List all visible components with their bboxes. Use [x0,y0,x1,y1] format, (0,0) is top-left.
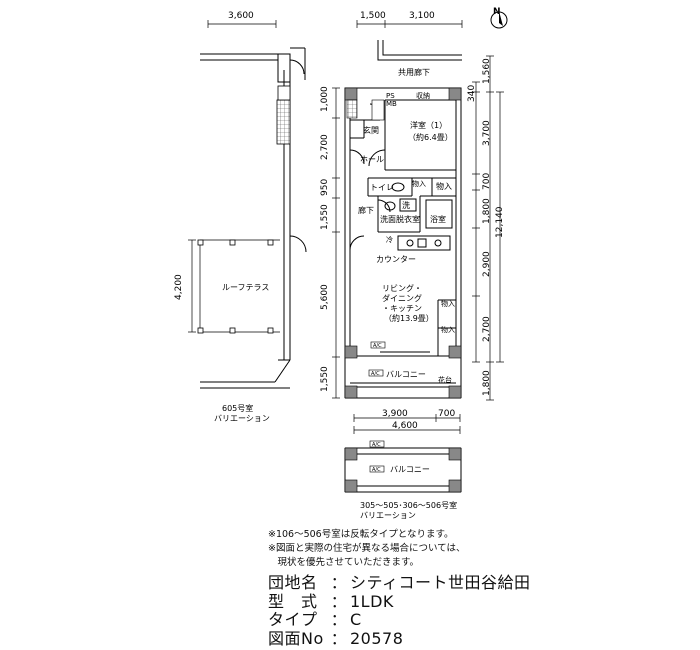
variation-305-balcony: バルコニー [390,465,430,474]
toilet-label: トイレ [370,183,394,192]
top-dimension-lines [207,20,463,28]
hall-label: ホール [360,155,384,164]
info-row-type: 型 式 ： 1LDK [268,591,531,612]
ac-unit-indoor-icon [370,341,386,349]
storage-label-3: 物入 [441,299,455,308]
dim-top-left: 3,600 [228,11,254,21]
drawing-colon: ： [330,628,348,648]
dim-right-1800b: 1,800 [482,370,492,396]
note-2: ※図面と実際の住宅が異なる場合については、 [268,543,466,554]
ldk-label-2: ダイニング [382,293,422,303]
bottom-dimension-lines [353,414,461,434]
western-room-size: （約6.4畳） [408,132,453,142]
hallway-label: 廊下 [358,205,374,215]
roof-terrace-outline [188,239,280,333]
complex-key: 団地名 [268,573,318,592]
ldk-size: （約13.9畳） [384,313,434,323]
info-row-drawing: 図面No ： 20578 [268,628,531,649]
unit-605-outline [200,47,307,389]
dim-left-2700: 2,700 [320,134,330,160]
meter-box-label: MB [386,100,397,108]
info-row-complex: 団地名 ： シティコート世田谷給田 [268,573,531,593]
variation-ac-label-2: A/C [372,467,381,473]
type-colon: ： [330,591,348,611]
dim-left-1550b: 1,550 [320,366,330,392]
north-arrow-icon: N [490,7,508,29]
dim-left-1550a: 1,550 [320,204,330,230]
dim-left-1000: 1,000 [320,86,330,112]
typeb-key: タイプ [268,610,318,629]
right-dimension-lines [472,55,504,401]
variation-ac-icon-1 [369,440,385,448]
dim-right-2900: 2,900 [482,251,492,277]
type-key: 型 式 [268,591,318,611]
dim-bottom-b: 700 [438,409,455,419]
unit-605-tile-area [276,99,291,145]
note-1: ※106〜506号室は反転タイプとなります。 [268,529,454,540]
dim-top-a: 1,500 [360,11,386,21]
drawing-key: 図面No [268,628,324,648]
dim-right-1800a: 1,800 [482,198,492,224]
unit-605-storage [277,85,291,101]
north-label: N [493,7,501,17]
storage-label-4: 物入 [441,325,455,334]
notes: ※106〜506号室は反転タイプとなります。 ※図面と実際の住宅が異なる場合につ… [268,528,466,570]
info-block: 団地名 ： シティコート世田谷給田 型 式 ： 1LDK タイプ ： C 図面N… [268,573,531,649]
roof-terrace-label: ルーフテラス [222,283,269,292]
variation-305-line1: 305〜505･306〜506号室 [360,500,457,510]
ldk-label-3: ・キッチン [382,304,422,313]
dim-top-b: 3,100 [409,11,435,21]
variation-ac-label-1: A/C [372,442,381,448]
corridor-label: 共用廊下 [398,67,430,77]
wash-label: 洗 [402,200,410,210]
type-value: 1LDK [350,591,394,611]
bathroom-label: 浴室 [430,214,446,224]
ac-unit-outdoor-icon [368,369,384,377]
note-3: 現状を優先させていただきます。 [268,557,420,568]
dim-4200: 4,200 [174,274,184,300]
corridor-outline [377,40,462,61]
dim-right-3700: 3,700 [482,120,492,146]
storage-top-label: 収納 [416,91,430,100]
variation-ac-icon-2 [369,465,385,473]
dim-bottom-total: 4,600 [392,421,418,431]
typeb-colon: ： [330,610,348,629]
ldk-label-1: リビング・ [382,283,422,293]
structural-columns [344,87,462,399]
western-room-label: 洋室（1） [410,120,447,130]
pipe-space-label: PS [386,92,395,100]
variation-305-columns [344,447,462,493]
dim-right-340: 340 [467,85,477,102]
ac-label-indoor: A/C [373,343,382,349]
dim-left-950: 950 [320,179,330,196]
storage-label-2: 物入 [436,181,452,191]
variation-305-outline [344,447,462,493]
dim-left-5600: 5,600 [320,284,330,310]
flower-bed-label: 花台 [438,375,452,384]
balcony-label: バルコニー [386,370,426,379]
variation-305-line2: バリエーション [360,511,416,520]
fridge-label: 冷 [386,235,393,244]
dim-right-1560: 1,560 [482,58,492,84]
info-row-typeb: タイプ ： C [268,610,531,630]
left-dimension-lines [332,87,340,399]
dim-right-total: 12,140 [495,206,505,238]
counter-label: カウンター [376,255,416,264]
complex-value: シティコート世田谷給田 [350,573,531,592]
dim-bottom-a: 3,900 [382,409,408,419]
storage-label-1: 物入 [412,179,426,188]
variation-605-line2: バリエーション [214,414,270,423]
entrance-label: 玄関 [363,125,379,135]
roof-terrace-posts [197,239,274,334]
ac-label-outdoor: A/C [371,371,380,377]
dim-right-700: 700 [482,173,492,190]
main-unit-walls [344,87,462,399]
typeb-value: C [350,610,362,629]
washroom-label: 洗面脱衣室 [380,214,420,224]
drawing-value: 20578 [350,628,404,648]
dim-right-2700: 2,700 [482,316,492,342]
complex-colon: ： [330,573,348,592]
variation-605-line1: 605号室 [222,403,253,413]
